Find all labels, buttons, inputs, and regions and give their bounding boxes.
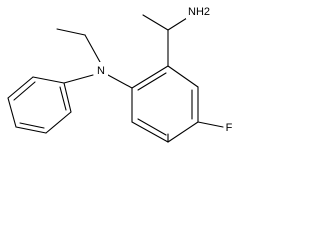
phenyl-bond-5 xyxy=(45,111,72,134)
phenyl-bond-4 xyxy=(15,126,47,134)
bond-ring-fluorine xyxy=(197,121,224,128)
ring-bond-1 xyxy=(131,65,169,89)
phenyl-bond-2 xyxy=(7,76,34,99)
atom-nitrogen: N xyxy=(94,62,108,77)
bond-ch2-ch3 xyxy=(56,28,86,36)
phenyl-bond-1 xyxy=(32,76,65,84)
chemical-structure: N NH2 F xyxy=(7,4,235,143)
bond-n-ring xyxy=(107,74,133,89)
bond-ch-nh2 xyxy=(167,17,188,31)
atom-amine-bg xyxy=(186,4,216,19)
atom-fluorine-bg xyxy=(223,120,235,135)
atom-nitrogen-label: N xyxy=(97,65,105,77)
ethyl-group xyxy=(56,28,101,63)
ring-bond-2 xyxy=(167,65,199,88)
atom-amine: NH2 xyxy=(186,4,216,19)
ring-bond-4 xyxy=(167,121,199,143)
bond-ch-ch3 xyxy=(142,14,169,31)
ring-bond-5 xyxy=(131,121,169,143)
ring-double-bond-c xyxy=(137,118,167,136)
phenyl-double-bond-a xyxy=(13,81,36,101)
aminoethyl-group xyxy=(142,14,188,67)
phenyl-bond-6 xyxy=(63,82,72,113)
phenyl-bond-3 xyxy=(7,97,17,128)
phenyl-double-bond-c xyxy=(59,86,67,111)
bond-n-ch2 xyxy=(84,34,101,63)
atom-nitrogen-bg xyxy=(94,62,108,77)
aniline-ring xyxy=(107,65,199,143)
phenyl-ring xyxy=(7,74,94,134)
atom-fluorine-label: F xyxy=(226,122,233,134)
atom-amine-label: NH2 xyxy=(188,6,210,18)
ring-double-bond-a xyxy=(137,72,167,91)
bond-n-phenyl xyxy=(63,74,94,84)
atom-fluorine: F xyxy=(223,120,235,135)
phenyl-double-bond-b xyxy=(19,122,45,129)
